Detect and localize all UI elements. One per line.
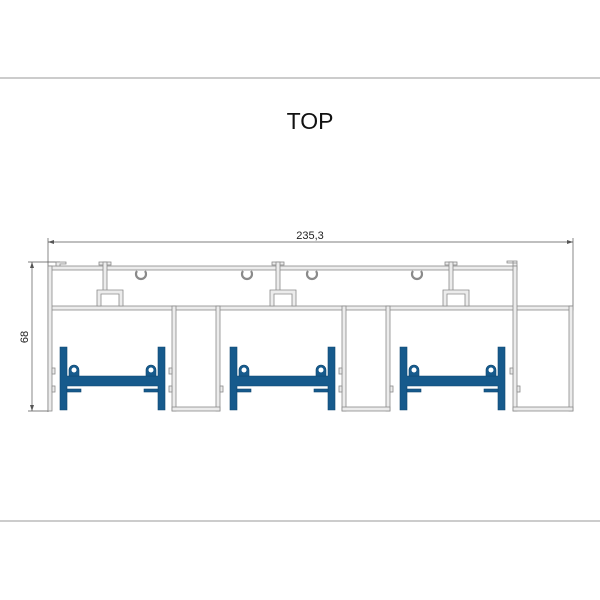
height-dimension-label: 68 <box>19 331 31 343</box>
height-dimension: 68 <box>19 261 60 412</box>
t-connector <box>442 261 470 307</box>
thermal-inserts <box>59 346 506 411</box>
blue-insert <box>229 346 336 411</box>
blue-insert <box>59 346 166 411</box>
t-connector <box>96 261 124 307</box>
blue-insert <box>399 346 506 411</box>
t-connector <box>269 261 297 307</box>
tube-chamber <box>171 305 221 412</box>
tube-chamber <box>341 305 391 412</box>
width-dimension-label: 235,3 <box>296 230 324 242</box>
aluminium-profile <box>47 260 574 412</box>
c-clips <box>134 270 424 281</box>
drawing-title: TOP <box>287 108 334 134</box>
